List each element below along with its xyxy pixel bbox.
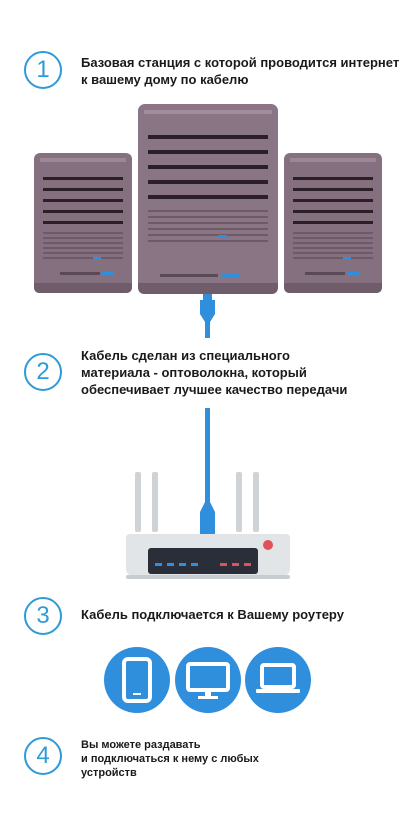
server-center-icon — [138, 104, 278, 294]
laptop-icon — [245, 647, 311, 713]
server-left-icon — [34, 153, 132, 293]
step-2-number: 2 — [24, 353, 62, 391]
step-2-line-2: материала - оптоволокна, который — [81, 365, 307, 380]
step-1-number: 1 — [24, 51, 62, 89]
step-2-line-1: Кабель сделан из специального — [81, 348, 290, 363]
smartphone-icon — [104, 647, 170, 713]
step-3-line-1: Кабель подключается к Вашему роутеру — [81, 607, 344, 622]
monitor-icon — [175, 647, 241, 713]
step-4-line-3: устройств — [81, 767, 137, 779]
router-icon — [126, 472, 290, 579]
fiber-cable-icon — [200, 283, 215, 538]
server-right-icon — [284, 153, 382, 293]
step-1-line-1: Базовая станция с которой проводится инт… — [81, 55, 400, 70]
step-2-text: Кабель сделан из специального материала … — [81, 347, 406, 398]
step-4-line-1: Вы можете раздавать — [81, 739, 201, 751]
step-4-text: Вы можете раздавать и подключаться к нем… — [81, 738, 406, 780]
step-3-text: Кабель подключается к Вашему роутеру — [81, 606, 406, 623]
step-1-text: Базовая станция с которой проводится инт… — [81, 54, 406, 88]
step-1-line-2: к вашему дому по кабелю — [81, 72, 249, 87]
step-4-number: 4 — [24, 737, 62, 775]
step-2-line-3: обеспечивает лучшее качество передачи — [81, 382, 348, 397]
step-4-line-2: и подключаться к нему с любых — [81, 753, 259, 765]
step-3-number: 3 — [24, 597, 62, 635]
